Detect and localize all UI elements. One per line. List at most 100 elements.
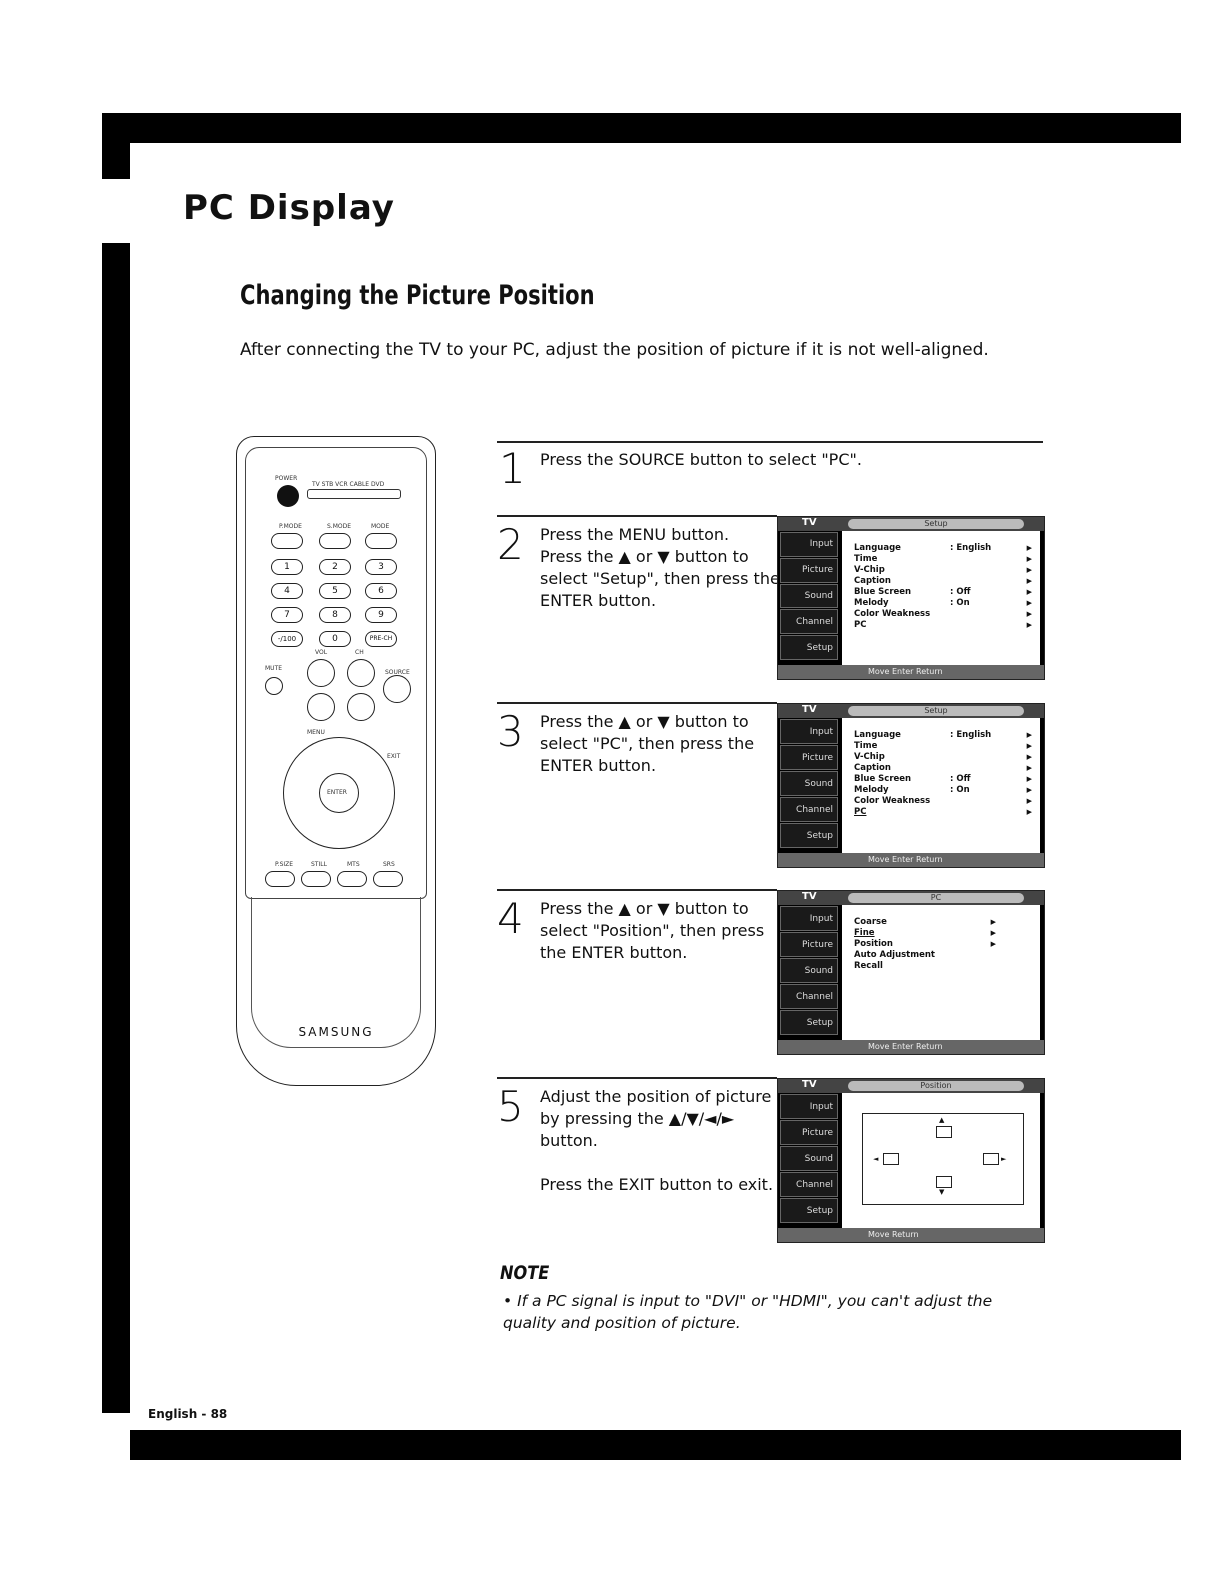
menu-item: Blue Screen: Off▶ — [854, 774, 1032, 784]
osd-menu-panel: Coarse▶ Fine▶ Position▶ Auto Adjustment … — [842, 905, 1040, 1040]
digit-button: -/100 — [271, 631, 303, 647]
osd-tab-sound: Sound — [780, 771, 838, 796]
menu-item: Color Weakness▶ — [854, 609, 1032, 619]
osd-position-panel: ▲ ◄ ► ▼ — [842, 1093, 1040, 1228]
osd-tab-channel: Channel — [780, 1172, 838, 1197]
osd-tab-list: Input Picture Sound Channel Setup — [778, 718, 840, 853]
step-divider — [497, 702, 777, 704]
down-arrow-icon: ▼ — [939, 1188, 945, 1196]
ch-down-button — [347, 693, 375, 721]
right-arrow-icon: ► — [1001, 1155, 1007, 1163]
step-line: Adjust the position of picture — [540, 1087, 772, 1106]
bottom-label: STILL — [311, 861, 327, 868]
menu-item: Time▶ — [854, 741, 1032, 751]
menu-item: Caption▶ — [854, 763, 1032, 773]
osd-tab-input: Input — [780, 719, 838, 744]
source-label: SOURCE — [385, 669, 410, 676]
step-text: Press the ▲ or ▼ button to select "Posit… — [540, 898, 764, 964]
step-number: 2 — [497, 520, 524, 569]
step-line: by pressing the ▲/▼/◄/► — [540, 1109, 735, 1128]
menu-item: Melody: On▶ — [854, 598, 1032, 608]
osd-title: Setup — [848, 706, 1024, 716]
osd-footer: Move Return — [778, 1228, 1044, 1242]
smode-label: S.MODE — [327, 523, 352, 530]
digit-button: 4 — [271, 583, 303, 599]
bottom-label: SRS — [383, 861, 395, 868]
menu-item-selected: PC▶ — [854, 807, 1032, 817]
menu-label: MENU — [307, 729, 325, 736]
step-text: Press the MENU button. Press the ▲ or ▼ … — [540, 524, 780, 612]
osd-footer: Move Enter Return — [778, 853, 1044, 867]
osd-tab-setup: Setup — [780, 1010, 838, 1035]
osd-tab-setup: Setup — [780, 1198, 838, 1223]
left-arrow-icon: ◄ — [873, 1155, 879, 1163]
step-line: Press the ▲ or ▼ button to — [540, 899, 749, 918]
osd-tab-channel: Channel — [780, 609, 838, 635]
mode-button — [365, 533, 397, 549]
step-line: the ENTER button. — [540, 943, 688, 962]
source-mode-labels: TV STB VCR CABLE DVD — [312, 481, 385, 488]
menu-item: Caption▶ — [854, 576, 1032, 586]
osd-tab-sound: Sound — [780, 1146, 838, 1171]
step-divider — [497, 1077, 777, 1079]
step-number: 5 — [497, 1082, 524, 1131]
exit-label: EXIT — [387, 753, 401, 760]
bottom-label: P.SIZE — [275, 861, 294, 868]
osd-tab-channel: Channel — [780, 984, 838, 1009]
step-line: ENTER button. — [540, 756, 657, 775]
step-line: ENTER button. — [540, 591, 657, 610]
note-text: • If a PC signal is input to "DVI" or "H… — [503, 1292, 993, 1332]
osd-tab-input: Input — [780, 1094, 838, 1119]
intro-text: After connecting the TV to your PC, adju… — [240, 340, 989, 360]
osd-footer: Move Enter Return — [778, 1040, 1044, 1054]
menu-item: Color Weakness▶ — [854, 796, 1032, 806]
step-number: 3 — [497, 707, 524, 756]
note-title: NOTE — [500, 1262, 550, 1284]
osd-tab-picture: Picture — [780, 1120, 838, 1145]
smode-button — [319, 533, 351, 549]
enter-button — [319, 773, 359, 813]
digit-button: 9 — [365, 607, 397, 623]
step-divider — [497, 889, 777, 891]
remote-brand-logo: SAMSUNG — [298, 1025, 374, 1039]
remote-control-illustration: POWER TV STB VCR CABLE DVD P.MODE S.MODE… — [236, 436, 436, 1086]
osd-tab-setup: Setup — [780, 635, 838, 660]
step-line: select "Setup", then press the — [540, 569, 780, 588]
psize-button — [265, 871, 295, 887]
step-line: Press the ▲ or ▼ button to — [540, 547, 749, 566]
digit-button: PRE-CH — [365, 631, 397, 647]
osd-tab-list: Input Picture Sound Channel Setup — [778, 1093, 840, 1228]
menu-item: Recall — [854, 961, 883, 971]
step-line: Press the ▲ or ▼ button to — [540, 712, 749, 731]
up-arrow-icon: ▲ — [939, 1116, 945, 1124]
step-text: Press the ▲ or ▼ button to select "PC", … — [540, 711, 754, 777]
section-title: Changing the Picture Position — [240, 280, 595, 311]
digit-button: 2 — [319, 559, 351, 575]
osd-tab-picture: Picture — [780, 557, 838, 583]
step-divider — [497, 441, 1043, 443]
position-frame: ▲ ◄ ► ▼ — [862, 1113, 1024, 1205]
digit-button: 5 — [319, 583, 351, 599]
footer-bar — [130, 1430, 1181, 1460]
navigation-ring — [283, 737, 395, 849]
srs-button — [373, 871, 403, 887]
menu-item: V-Chip▶ — [854, 565, 1032, 575]
power-label: POWER — [275, 475, 298, 482]
position-down-icon — [936, 1176, 952, 1188]
vol-down-button — [307, 693, 335, 721]
step-line: button. — [540, 1131, 598, 1150]
menu-item: Blue Screen: Off▶ — [854, 587, 1032, 597]
still-button — [301, 871, 331, 887]
pmode-label: P.MODE — [279, 523, 302, 530]
step-line: Press the MENU button. — [540, 525, 730, 544]
source-button — [383, 675, 411, 703]
left-bar — [102, 243, 130, 1413]
menu-item: Language: English▶ — [854, 543, 1032, 553]
bottom-label: MTS — [347, 861, 360, 868]
enter-label: ENTER — [327, 789, 347, 796]
mute-label: MUTE — [265, 665, 283, 672]
